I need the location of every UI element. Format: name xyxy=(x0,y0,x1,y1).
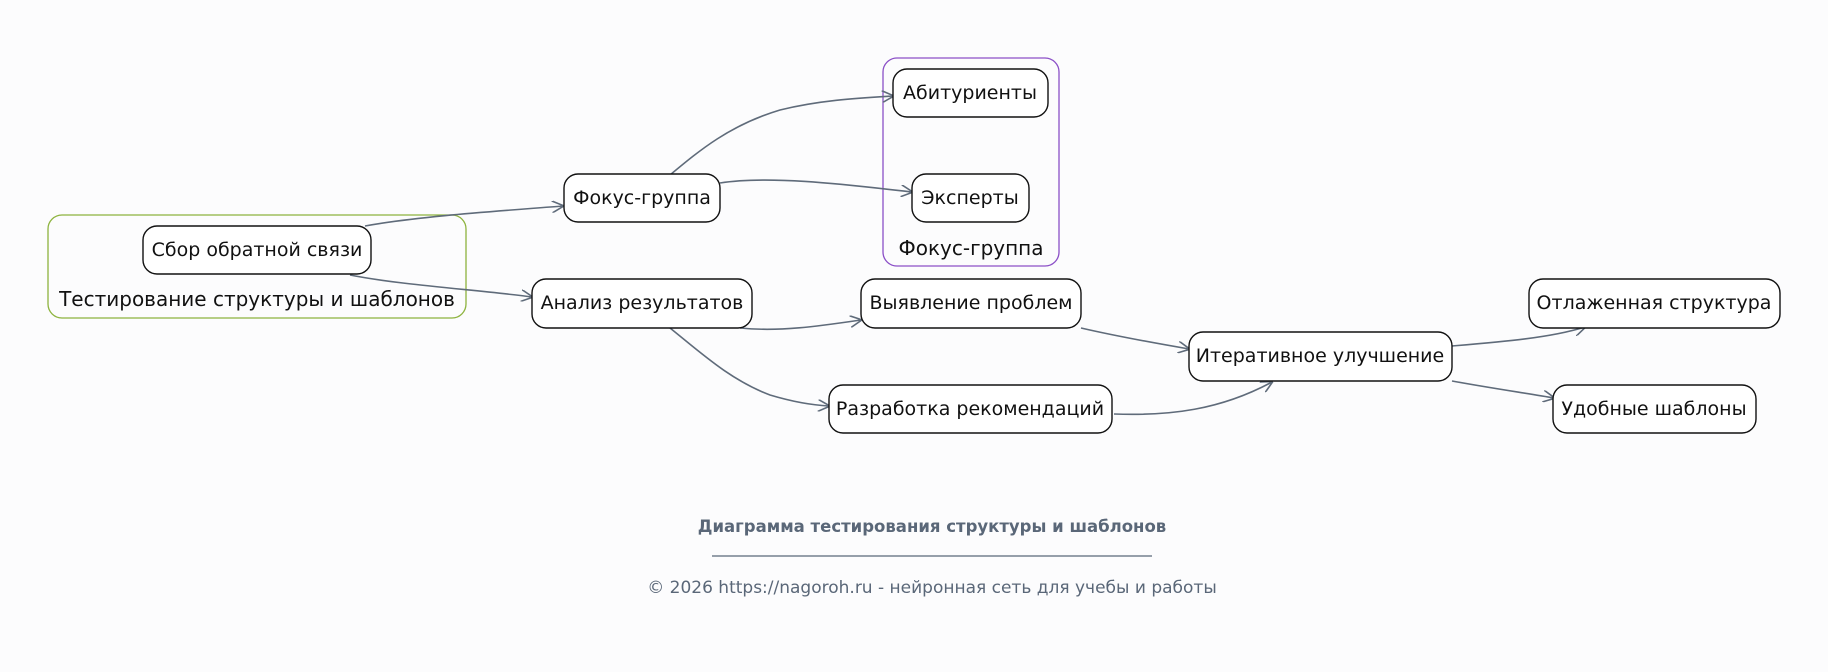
edge-focus-group-to-applicants xyxy=(669,96,893,176)
node-debugged-label: Отлаженная структура xyxy=(1537,292,1772,314)
node-feedback-label: Сбор обратной связи xyxy=(152,239,363,261)
node-focus-group: Фокус-группа xyxy=(563,173,721,223)
diagram-title: Диаграмма тестирования структуры и шабло… xyxy=(698,517,1166,536)
cluster-focus: Фокус-группа xyxy=(882,57,1060,267)
node-experts: Эксперты xyxy=(911,173,1030,223)
cluster-testing-label: Тестирование структуры и шаблонов xyxy=(58,287,455,311)
node-templates: Удобные шаблоны xyxy=(1552,384,1757,434)
node-problems-label: Выявление проблем xyxy=(870,292,1073,314)
node-applicants-label: Абитуриенты xyxy=(903,82,1037,104)
node-recommendations-label: Разработка рекомендаций xyxy=(836,398,1104,420)
edge-feedback-to-focus-group xyxy=(364,206,563,227)
edge-iterative-to-templates xyxy=(1451,380,1554,398)
cluster-focus-label: Фокус-группа xyxy=(898,236,1043,260)
edge-feedback-to-analysis xyxy=(349,274,532,297)
node-debugged: Отлаженная структура xyxy=(1528,278,1781,329)
cluster-testing: Тестирование структуры и шаблонов xyxy=(47,214,467,319)
edge-recommendations-to-iterative xyxy=(1113,382,1272,416)
node-problems: Выявление проблем xyxy=(860,278,1082,329)
node-iterative-label: Итеративное улучшение xyxy=(1196,345,1444,367)
node-analysis: Анализ результатов xyxy=(531,278,753,329)
node-applicants: Абитуриенты xyxy=(892,68,1049,118)
node-templates-label: Удобные шаблоны xyxy=(1561,398,1746,420)
footer-copyright: © 2026 https://nagoroh.ru - нейронная се… xyxy=(647,578,1217,598)
edge-analysis-to-problems xyxy=(739,320,861,331)
node-feedback: Сбор обратной связи xyxy=(142,225,372,275)
edge-problems-to-iterative xyxy=(1080,327,1189,349)
node-iterative: Итеративное улучшение xyxy=(1188,331,1453,382)
node-recommendations: Разработка рекомендаций xyxy=(828,384,1113,434)
edge-iterative-to-debugged xyxy=(1451,327,1585,347)
edge-focus-group-to-experts xyxy=(719,179,912,192)
node-focus-group-label: Фокус-группа xyxy=(573,187,711,209)
edge-analysis-to-recommendations xyxy=(669,327,829,406)
node-analysis-label: Анализ результатов xyxy=(541,292,744,314)
node-experts-label: Эксперты xyxy=(921,187,1018,209)
